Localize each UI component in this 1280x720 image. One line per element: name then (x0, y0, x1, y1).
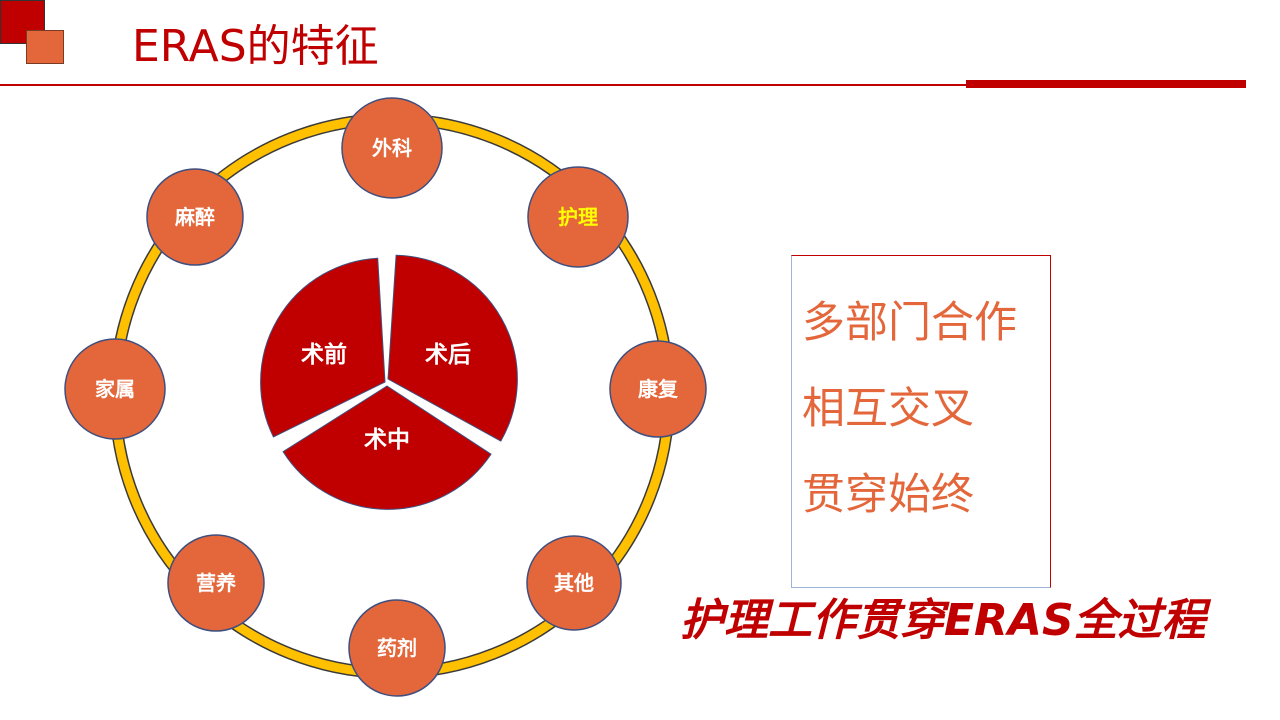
node-pharmacy: 药剂 (348, 599, 446, 697)
page-title: ERAS的特征 (132, 21, 379, 72)
segment-intraop (282, 385, 492, 510)
feature-box: 多部门合作 相互交叉 贯穿始终 (791, 255, 1051, 588)
center-pie: 术前 术后 术中 (260, 254, 518, 510)
feature-line: 多部门合作 (802, 298, 1017, 348)
node-nutrition: 营养 (167, 534, 265, 632)
node-rehab: 康复 (609, 340, 707, 438)
corner-decoration-back (0, 0, 45, 44)
node-nutrition-label: 营养 (196, 571, 236, 595)
node-pharmacy-label: 药剂 (377, 636, 417, 660)
title-divider-accent (966, 80, 1246, 88)
node-other-label: 其他 (554, 571, 594, 595)
segment-preop (260, 257, 386, 438)
corner-decoration-front (26, 30, 64, 64)
segment-intraop-label: 术中 (364, 427, 410, 453)
node-family: 家属 (64, 338, 166, 440)
node-nursing-label: 护理 (558, 205, 598, 229)
segment-preop-label: 术前 (301, 341, 347, 368)
slogan-text: 护理工作贯穿ERAS全过程 (680, 595, 1206, 646)
node-anesthesia: 麻醉 (146, 168, 244, 266)
node-surgery: 外科 (341, 97, 443, 199)
segment-postop-label: 术后 (425, 342, 471, 368)
node-other: 其他 (526, 535, 622, 631)
segment-postop (387, 254, 518, 442)
node-rehab-label: 康复 (638, 377, 679, 401)
node-nursing: 护理 (527, 166, 629, 268)
node-family-label: 家属 (95, 377, 135, 401)
feature-line: 相互交叉 (802, 384, 974, 434)
title-divider (0, 84, 1246, 86)
node-surgery-label: 外科 (372, 136, 412, 160)
node-anesthesia-label: 麻醉 (174, 205, 215, 229)
feature-line: 贯穿始终 (802, 470, 974, 520)
